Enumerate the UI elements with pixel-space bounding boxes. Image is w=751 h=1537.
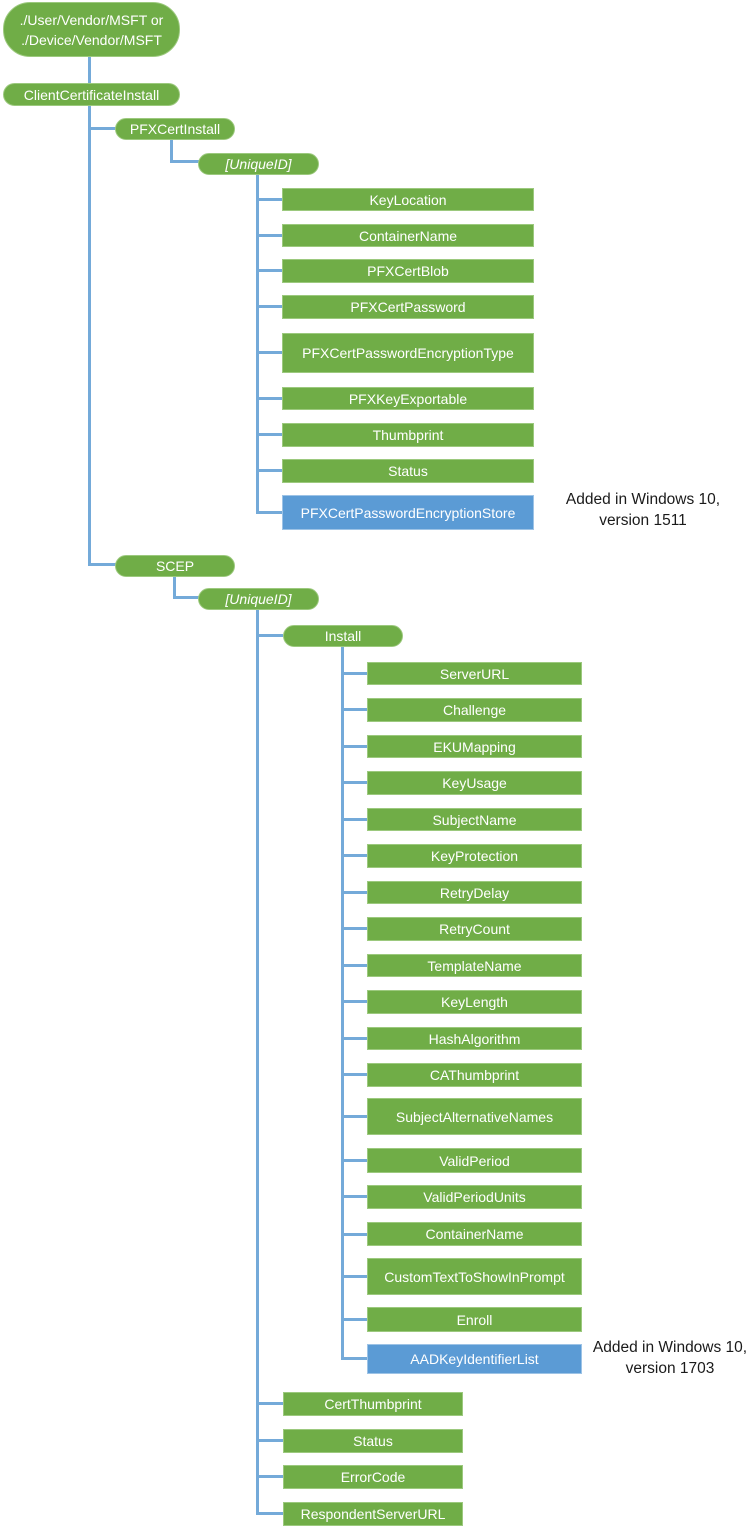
connector-line	[256, 1439, 283, 1442]
node-respondentserverurl: RespondentServerURL	[283, 1502, 463, 1526]
connector-line	[341, 1115, 367, 1118]
node-enroll: Enroll	[367, 1307, 582, 1332]
connector-line	[341, 647, 344, 1359]
connector-line	[170, 140, 173, 163]
connector-line	[341, 891, 367, 894]
node-validperiod: ValidPeriod	[367, 1148, 582, 1173]
node-subjectalternativenames: SubjectAlternativeNames	[367, 1098, 582, 1135]
node-retrycount: RetryCount	[367, 917, 582, 941]
connector-line	[341, 1037, 367, 1040]
connector-line	[256, 1512, 283, 1515]
node-scep-containername: ContainerName	[367, 1222, 582, 1246]
connector-line	[341, 1275, 367, 1278]
node-keylength: KeyLength	[367, 990, 582, 1014]
node-thumbprint: Thumbprint	[282, 423, 534, 447]
node-pfxcertblob: PFXCertBlob	[282, 259, 534, 283]
node-pfx-uniqueid: [UniqueID]	[198, 153, 319, 175]
connector-line	[341, 1195, 367, 1198]
node-keyusage: KeyUsage	[367, 771, 582, 795]
annotation-version-1511: Added in Windows 10, version 1511	[565, 491, 721, 529]
connector-line	[256, 511, 282, 514]
connector-line	[88, 106, 91, 566]
annotation-version-1703: Added in Windows 10, version 1703	[592, 1339, 748, 1377]
node-errorcode: ErrorCode	[283, 1465, 463, 1489]
node-cathumbprint: CAThumbprint	[367, 1063, 582, 1087]
connector-line	[88, 57, 91, 84]
node-keylocation: KeyLocation	[282, 188, 534, 211]
node-pfx-containername: ContainerName	[282, 224, 534, 247]
connector-line	[256, 469, 282, 472]
node-hashalgorithm: HashAlgorithm	[367, 1027, 582, 1050]
node-challenge: Challenge	[367, 698, 582, 722]
connector-line	[256, 175, 259, 513]
connector-line	[170, 160, 199, 163]
connector-line	[256, 634, 283, 637]
node-pfxcertinstall: PFXCertInstall	[115, 118, 235, 140]
node-pfx-status: Status	[282, 459, 534, 483]
connector-line	[256, 234, 282, 237]
node-aadkeyidentifierlist: AADKeyIdentifierList	[367, 1344, 582, 1374]
connector-line	[88, 563, 116, 566]
node-ekumapping: EKUMapping	[367, 735, 582, 758]
node-root-path: ./User/Vendor/MSFT or ./Device/Vendor/MS…	[3, 2, 180, 57]
connector-line	[256, 433, 282, 436]
connector-line	[341, 964, 367, 967]
connector-line	[341, 1357, 367, 1360]
connector-line	[341, 1000, 367, 1003]
node-pfxcertpasswordencryptionstore: PFXCertPasswordEncryptionStore	[282, 495, 534, 530]
connector-line	[256, 1475, 283, 1478]
connector-line	[341, 1233, 367, 1236]
connector-line	[341, 708, 367, 711]
node-customtexttoshowinprompt: CustomTextToShowInPrompt	[367, 1258, 582, 1295]
connector-line	[256, 1402, 283, 1405]
node-retrydelay: RetryDelay	[367, 881, 582, 904]
node-validperiodunits: ValidPeriodUnits	[367, 1185, 582, 1209]
node-pfxcertpassword: PFXCertPassword	[282, 295, 534, 319]
connector-line	[341, 672, 367, 675]
connector-line	[341, 781, 367, 784]
connector-line	[341, 854, 367, 857]
connector-line	[341, 745, 367, 748]
node-certthumbprint: CertThumbprint	[283, 1392, 463, 1416]
node-scep-uniqueid: [UniqueID]	[198, 588, 319, 610]
connector-line	[341, 818, 367, 821]
node-templatename: TemplateName	[367, 954, 582, 977]
connector-line	[256, 610, 259, 1514]
node-scep: SCEP	[115, 555, 235, 577]
connector-line	[256, 351, 282, 354]
connector-line	[256, 397, 282, 400]
node-serverurl: ServerURL	[367, 662, 582, 685]
connector-line	[341, 1073, 367, 1076]
node-install: Install	[283, 625, 403, 647]
node-pfxcertpasswordencryptiontype: PFXCertPasswordEncryptionType	[282, 333, 534, 373]
node-scep-status: Status	[283, 1429, 463, 1453]
node-subjectname: SubjectName	[367, 808, 582, 831]
connector-line	[341, 1318, 367, 1321]
connector-line	[173, 596, 199, 599]
node-pfxkeyexportable: PFXKeyExportable	[282, 387, 534, 410]
connector-line	[88, 127, 116, 130]
connector-line	[256, 305, 282, 308]
connector-line	[341, 927, 367, 930]
node-clientcertificateinstall: ClientCertificateInstall	[3, 83, 180, 106]
connector-line	[173, 577, 176, 599]
connector-line	[341, 1159, 367, 1162]
connector-line	[256, 269, 282, 272]
node-keyprotection: KeyProtection	[367, 844, 582, 868]
connector-line	[256, 198, 282, 201]
